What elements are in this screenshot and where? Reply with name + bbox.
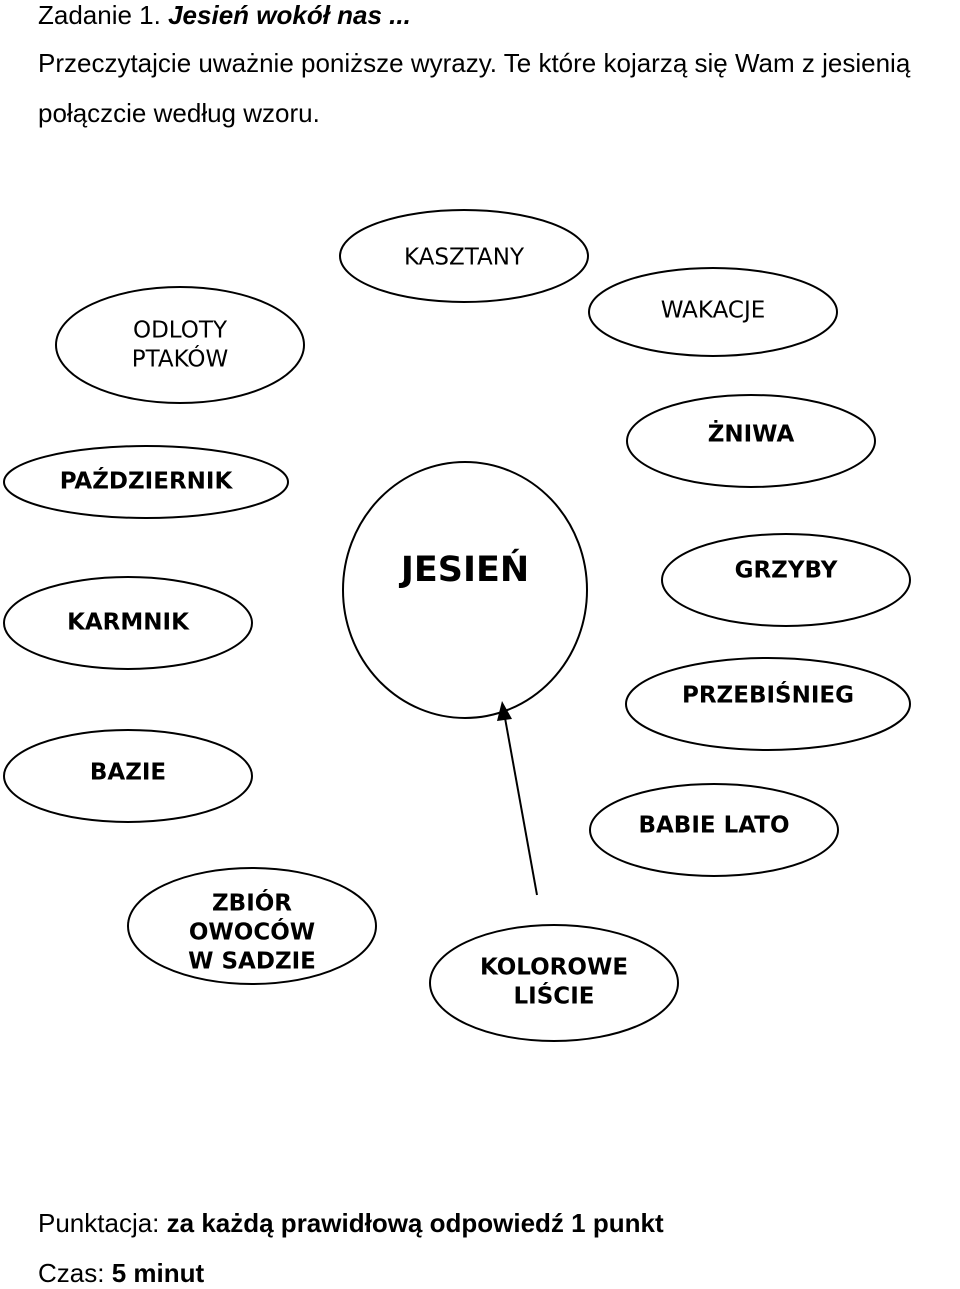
word-node-babie-lato[interactable]: BABIE LATO — [589, 783, 839, 877]
word-label: LIŚCIE — [514, 982, 595, 1010]
word-node-bazie[interactable]: BAZIE — [3, 729, 253, 823]
center-label: JESIEŃ — [399, 548, 529, 590]
scoring-value: za każdą prawidłową odpowiedź 1 punkt — [166, 1208, 664, 1238]
instruction-line-2: połączcie według wzoru. — [38, 98, 320, 128]
instruction-line-1: Przeczytajcie uważnie poniższe wyrazy. T… — [38, 48, 911, 78]
task-heading: Jesień wokół nas ... — [168, 0, 411, 30]
task-title: Zadanie 1. Jesień wokół nas ... — [38, 0, 411, 31]
word-label: BAZIE — [90, 760, 166, 786]
word-label: ŻNIWA — [708, 420, 795, 448]
word-label: KASZTANY — [404, 245, 525, 271]
center-node-jesien[interactable]: JESIEŃ — [342, 461, 588, 719]
time-line: Czas: 5 minut — [38, 1258, 204, 1289]
word-label: ODLOTY — [133, 318, 228, 344]
time-label: Czas: — [38, 1258, 112, 1288]
time-value: 5 minut — [111, 1258, 205, 1288]
scoring-label: Punktacja: — [38, 1208, 167, 1238]
word-label: PRZEBIŚNIEG — [682, 681, 854, 709]
word-label: OWOCÓW — [189, 918, 315, 946]
word-label: WAKACJE — [661, 298, 766, 324]
word-node-kasztany[interactable]: KASZTANY — [339, 209, 589, 303]
word-label: ZBIÓR — [212, 889, 292, 917]
task-number: Zadanie 1. — [38, 0, 169, 30]
scoring-line: Punktacja: za każdą prawidłową odpowiedź… — [38, 1208, 664, 1239]
word-node-wakacje[interactable]: WAKACJE — [588, 267, 838, 357]
word-label: W SADZIE — [188, 949, 316, 975]
word-label: KARMNIK — [67, 610, 190, 636]
word-node-zbior-owocow[interactable]: ZBIÓR OWOCÓW W SADZIE — [127, 867, 377, 985]
word-node-pazdziernik[interactable]: PAŹDZIERNIK — [3, 445, 289, 519]
word-node-zniwa[interactable]: ŻNIWA — [626, 394, 876, 488]
word-label: KOLOROWE — [480, 955, 628, 981]
word-label: BABIE LATO — [638, 813, 789, 839]
word-node-odloty-ptakow[interactable]: ODLOTY PTAKÓW — [55, 286, 305, 404]
word-label: PTAKÓW — [132, 345, 229, 373]
example-arrow — [497, 701, 538, 896]
word-label: GRZYBY — [735, 558, 838, 584]
word-node-grzyby[interactable]: GRZYBY — [661, 533, 911, 627]
word-node-przebisnieg[interactable]: PRZEBIŚNIEG — [625, 657, 911, 751]
word-node-karmnik[interactable]: KARMNIK — [3, 576, 253, 670]
word-node-kolorowe-liscie[interactable]: KOLOROWE LIŚCIE — [429, 924, 679, 1042]
word-label: PAŹDZIERNIK — [60, 467, 234, 495]
